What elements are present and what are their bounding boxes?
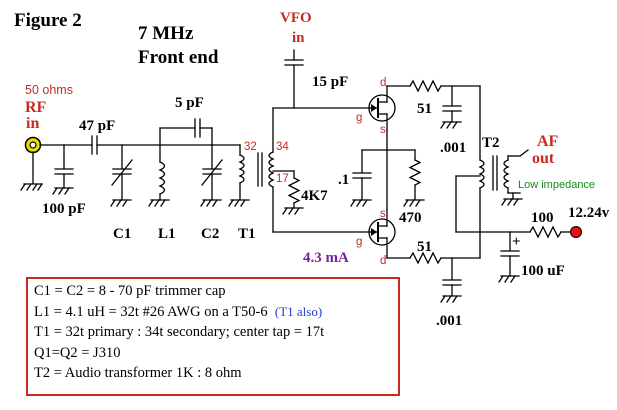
supply-terminal bbox=[570, 226, 582, 238]
transformer-t1 bbox=[228, 107, 371, 233]
note-line-3: T1 = 32t primary : 34t secondary; center… bbox=[34, 324, 325, 340]
l1-label: L1 bbox=[158, 226, 176, 242]
vfo-cap-label: 15 pF bbox=[312, 74, 348, 90]
jfet-q1 bbox=[368, 85, 411, 151]
capacitor-001-top bbox=[440, 85, 462, 129]
inductor-l1 bbox=[148, 127, 170, 207]
q1-gate-pin: g bbox=[356, 112, 362, 124]
note-line-4: Q1=Q2 = J310 bbox=[34, 344, 121, 361]
note-line-2-highlight: (T1 also) bbox=[274, 303, 323, 319]
q2-source-pin: s bbox=[380, 208, 386, 220]
r100-label: 100 bbox=[531, 210, 554, 226]
note-line-5: T2 = Audio transformer 1K : 8 ohm bbox=[34, 365, 242, 381]
q1-source-pin: s bbox=[380, 124, 386, 136]
capacitor-0-1uf bbox=[350, 149, 372, 207]
low-impedance-label: Low impedance bbox=[518, 179, 595, 191]
capacitor-47pf bbox=[91, 135, 98, 155]
q2-drain-pin: d bbox=[380, 255, 386, 267]
c5-label: 5 pF bbox=[175, 95, 204, 111]
c47-label: 47 pF bbox=[79, 118, 115, 134]
trimmer-c2 bbox=[200, 144, 223, 207]
resistor-100 bbox=[529, 225, 562, 239]
r51-bottom-label: 51 bbox=[417, 239, 432, 255]
plus-label: + bbox=[512, 234, 521, 250]
tap34-label: 34 bbox=[276, 141, 289, 153]
rf-in-label: in bbox=[26, 115, 39, 132]
c01-label: .1 bbox=[338, 172, 349, 188]
af-out-label: out bbox=[532, 150, 555, 167]
r4k7-label: 4K7 bbox=[301, 188, 328, 204]
t2-label: T2 bbox=[482, 135, 500, 151]
c001-top-label: .001 bbox=[440, 140, 466, 156]
r51-top-label: 51 bbox=[417, 101, 432, 117]
note-line-1: C1 = C2 = 8 - 70 pF trimmer cap bbox=[34, 283, 226, 299]
note-line-2-text: L1 = 4.1 uH = 32t #26 AWG on a T50-6 bbox=[34, 303, 268, 320]
capacitor-100pf bbox=[52, 144, 74, 195]
vfo-in-label: in bbox=[292, 30, 305, 46]
t1-label: T1 bbox=[238, 226, 256, 242]
capacitor-100uf bbox=[498, 231, 520, 283]
jfet-q2 bbox=[368, 209, 411, 259]
current-label: 4.3 mA bbox=[303, 250, 349, 266]
rf-connector-symbol bbox=[20, 136, 43, 191]
capacitor-15pf bbox=[284, 49, 304, 109]
capacitor-001-bottom bbox=[440, 257, 462, 303]
title-line1: 7 MHz bbox=[138, 23, 194, 44]
c100uf-label: 100 uF bbox=[521, 263, 565, 279]
vfo-label: VFO bbox=[280, 10, 312, 26]
q1-drain-pin: d bbox=[380, 77, 386, 89]
impedance-label: 50 ohms bbox=[25, 83, 73, 97]
resistor-4k7 bbox=[282, 170, 304, 215]
figure-label: Figure 2 bbox=[14, 10, 82, 31]
c1-label: C1 bbox=[113, 226, 131, 242]
note-line-2: L1 = 4.1 uH = 32t #26 AWG on a T50-6 (T1… bbox=[34, 302, 398, 323]
supply-label: 12.24v bbox=[568, 205, 610, 221]
af-label: AF bbox=[537, 133, 559, 150]
transformer-t2 bbox=[455, 85, 529, 259]
c2-label: C2 bbox=[201, 226, 219, 242]
rf-label: RF bbox=[25, 99, 47, 116]
component-notes-box: C1 = C2 = 8 - 70 pF trimmer cap L1 = 4.1… bbox=[26, 277, 400, 396]
resistor-51-bottom bbox=[409, 251, 442, 265]
title-line2: Front end bbox=[138, 47, 219, 68]
trimmer-c1 bbox=[110, 144, 133, 207]
q2-gate-pin: g bbox=[356, 236, 362, 248]
c100-label: 100 pF bbox=[42, 201, 86, 217]
r470-label: 470 bbox=[399, 210, 422, 226]
resistor-51-top bbox=[409, 79, 442, 93]
c001-bottom-label: .001 bbox=[436, 313, 462, 329]
capacitor-5pf bbox=[159, 118, 213, 146]
resistor-470 bbox=[403, 149, 425, 207]
tap17-label: 17 bbox=[276, 173, 289, 185]
tap32-label: 32 bbox=[244, 141, 257, 153]
